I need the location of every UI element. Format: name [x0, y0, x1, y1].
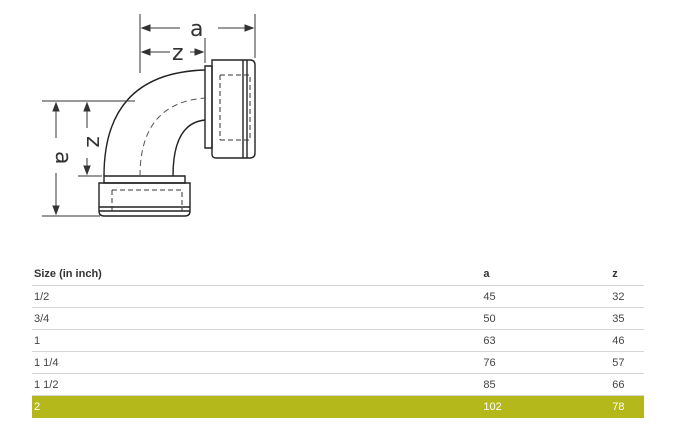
table-row: 1 1/2 85 66 — [32, 373, 644, 396]
cell-size: 1 — [32, 329, 482, 352]
cell-a: 102 — [481, 395, 611, 418]
header-a: a — [481, 263, 611, 286]
elbow-fitting-drawing: a z a z — [42, 14, 256, 217]
cell-a: 50 — [481, 307, 611, 330]
cell-z: 66 — [610, 373, 644, 396]
cell-a: 76 — [481, 351, 611, 374]
dimension-label-z-side: z — [81, 136, 106, 148]
header-size: Size (in inch) — [32, 263, 482, 286]
cell-a: 85 — [481, 373, 611, 396]
cell-z: 78 — [610, 395, 644, 418]
cell-size: 1 1/2 — [32, 373, 482, 396]
cell-z: 46 — [610, 329, 644, 352]
table-row: 1/2 45 32 — [32, 285, 644, 308]
cell-z: 35 — [610, 307, 644, 330]
table-row: 3/4 50 35 — [32, 307, 644, 330]
cell-size: 1 1/4 — [32, 351, 482, 374]
cell-a: 45 — [481, 285, 611, 308]
table-row-highlighted: 2 102 78 — [32, 395, 644, 418]
table-row: 1 1/4 76 57 — [32, 351, 644, 374]
cell-z: 57 — [610, 351, 644, 374]
header-z: z — [610, 263, 644, 286]
cell-size: 1/2 — [32, 285, 482, 308]
table-row: 1 63 46 — [32, 329, 644, 352]
cell-z: 32 — [610, 285, 644, 308]
table-header-row: Size (in inch) a z — [32, 263, 644, 286]
dimension-label-a-side: a — [50, 151, 75, 164]
cell-a: 63 — [481, 329, 611, 352]
dimensions-table: Size (in inch) a z 1/2 45 32 3/4 50 35 1… — [32, 263, 644, 418]
dimension-label-z-top: z — [172, 41, 184, 66]
cell-size: 2 — [32, 395, 482, 418]
dimension-label-a-top: a — [190, 17, 203, 42]
cell-size: 3/4 — [32, 307, 482, 330]
